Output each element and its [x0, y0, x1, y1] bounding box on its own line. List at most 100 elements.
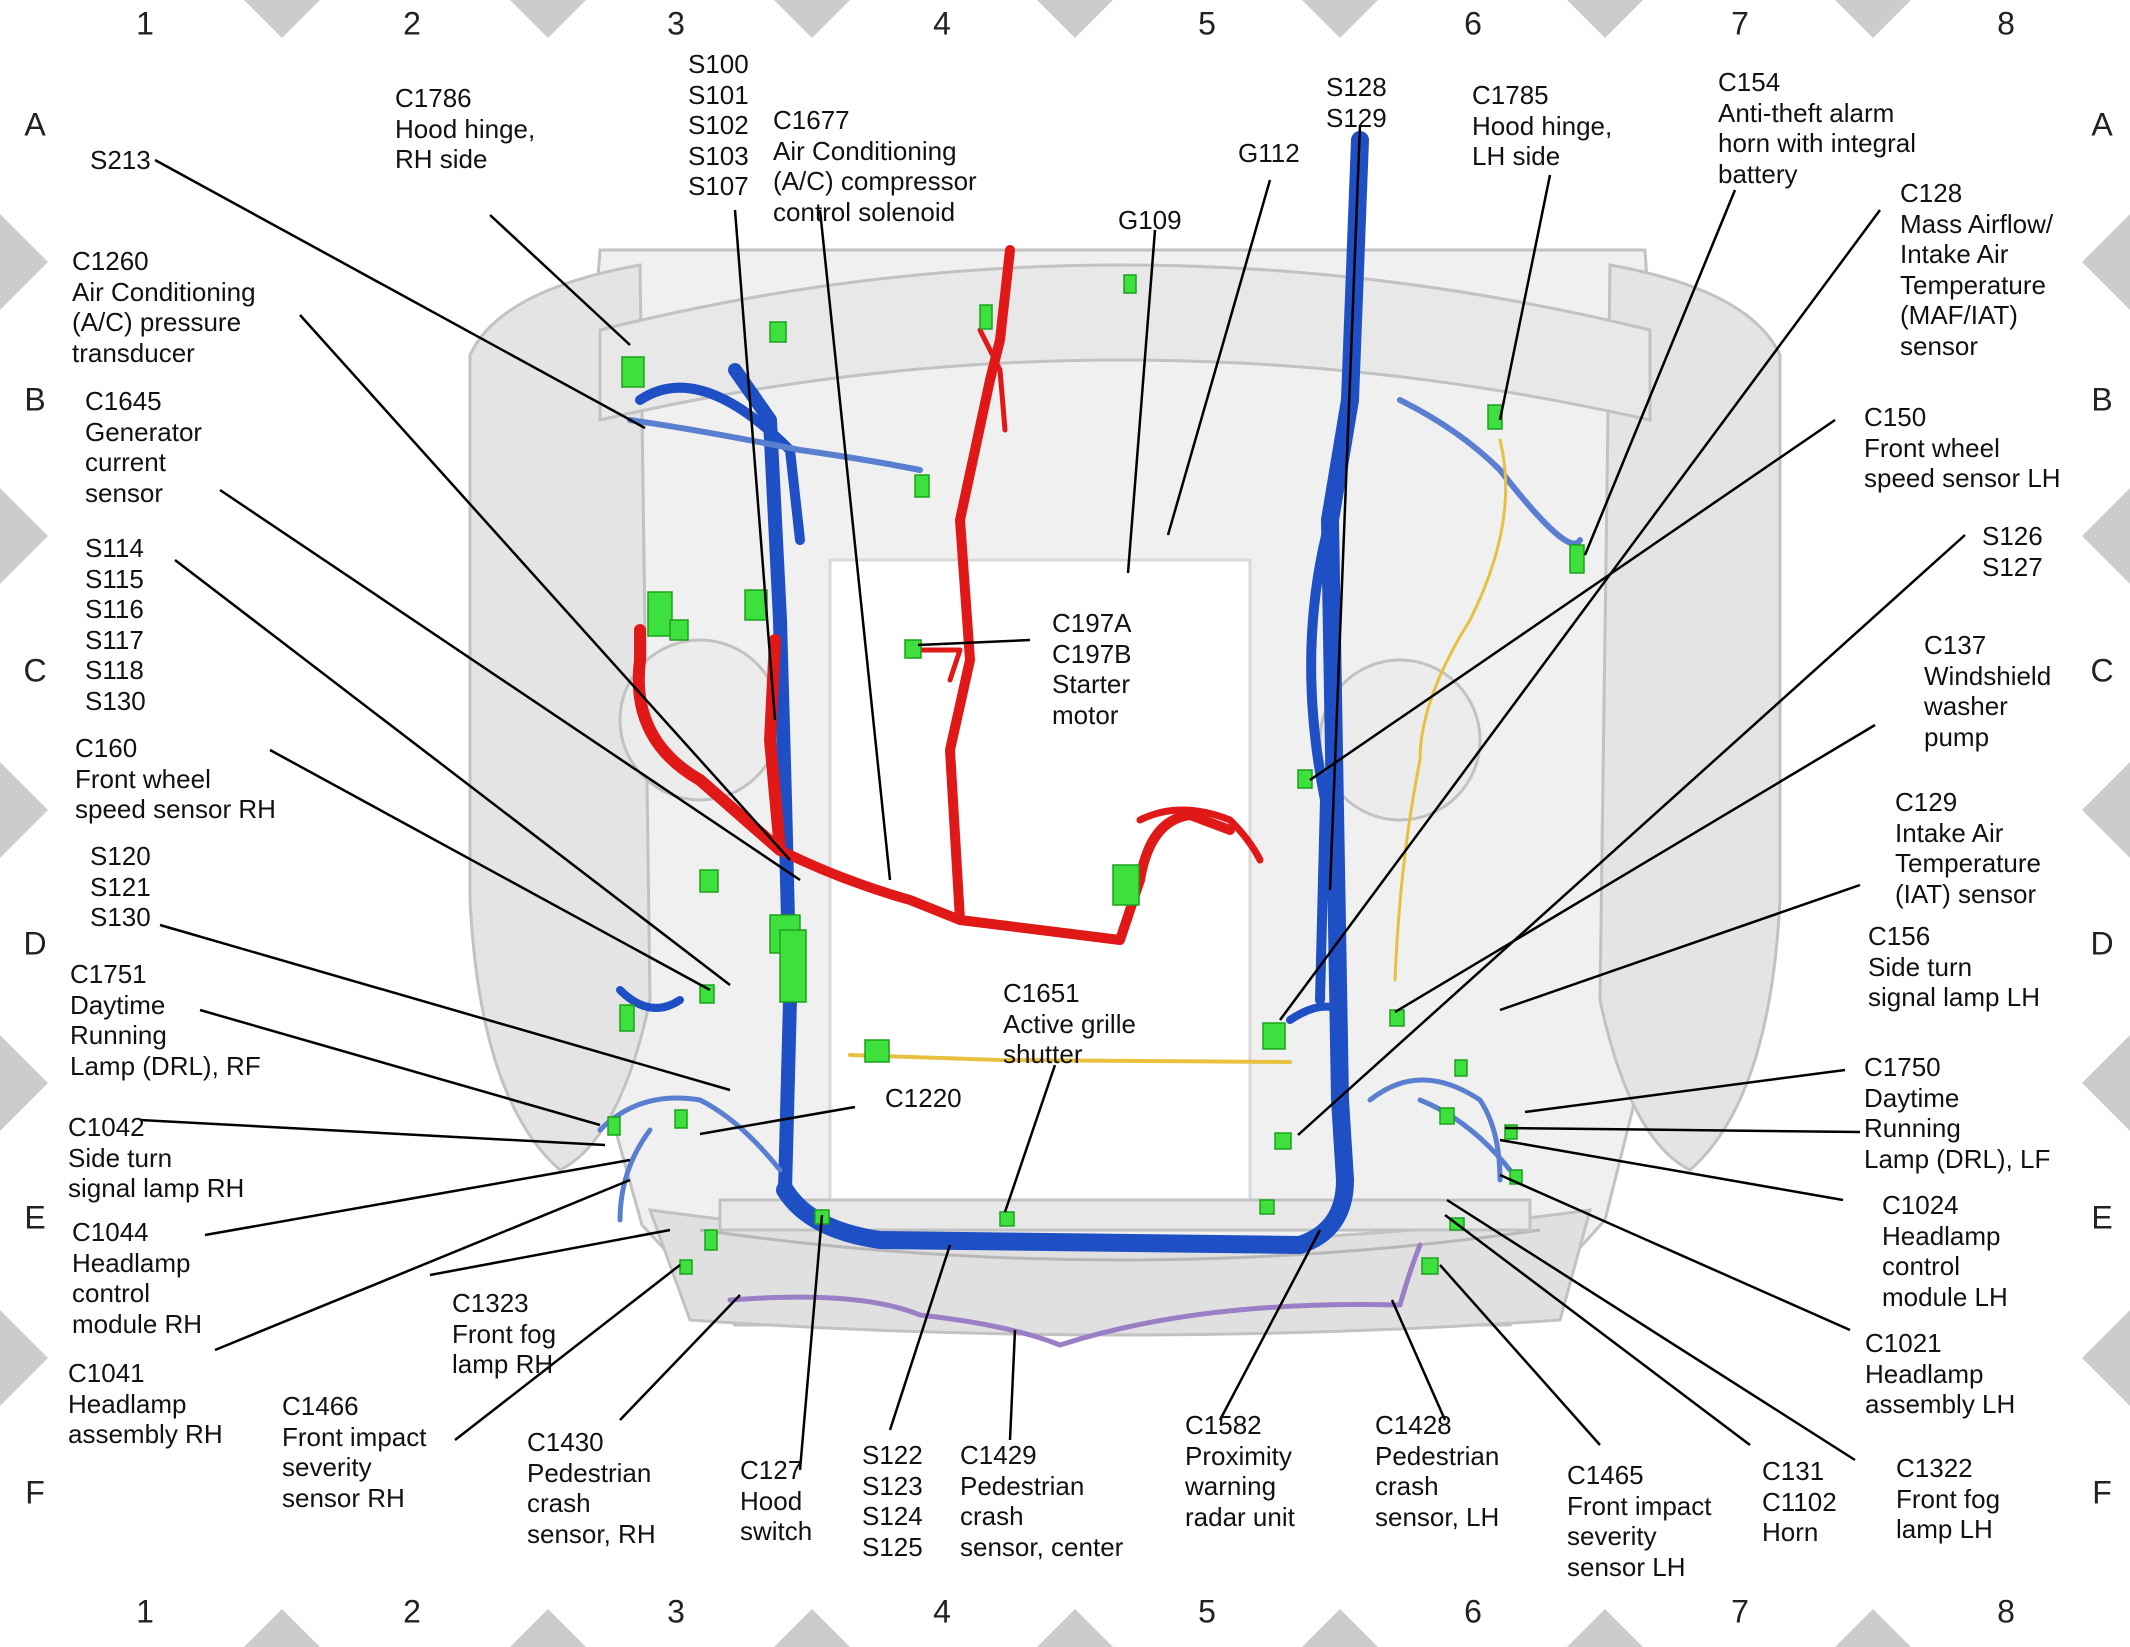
label-c1466: C1466 Front impact severity sensor RH: [282, 1391, 427, 1513]
grid-row-label: F: [2092, 1474, 2112, 1510]
grid-column-label: 1: [136, 5, 154, 41]
frame-diamond: [1567, 1609, 1643, 1647]
grid-column-label: 7: [1731, 5, 1749, 41]
frame-diamond: [1835, 1609, 1911, 1647]
grid-column-label: 2: [403, 5, 421, 41]
grid-column-label: 5: [1198, 1593, 1216, 1629]
frame-diamond: [1835, 0, 1911, 38]
grid-column-label: 2: [403, 1593, 421, 1629]
frame-diamond: [0, 214, 48, 310]
label-s213: S213: [90, 145, 151, 175]
label-c1751: C1751 Daytime Running Lamp (DRL), RF: [70, 959, 261, 1081]
frame-diamond: [244, 0, 320, 38]
grid-column-label: 7: [1731, 1593, 1749, 1629]
grid-column-label: 4: [933, 1593, 951, 1629]
label-c154: C154 Anti-theft alarm horn with integral…: [1718, 67, 1916, 189]
grid-column-label: 4: [933, 5, 951, 41]
harness-wires: [597, 131, 1583, 1348]
grid-column-label: 3: [667, 5, 685, 41]
label-c1428: C1428 Pedestrian crash sensor, LH: [1375, 1410, 1500, 1532]
frame-diamond: [0, 1035, 48, 1131]
main-harness-rh: [776, 131, 1369, 1254]
label-c1041: C1041 Headlamp assembly RH: [68, 1358, 223, 1449]
label-c1260: C1260 Air Conditioning (A/C) pressure tr…: [72, 246, 256, 368]
label-c1465: C1465 Front impact severity sensor LH: [1567, 1460, 1712, 1582]
label-c129: C129 Intake Air Temperature (IAT) sensor: [1895, 787, 2041, 909]
frame-diamond: [1302, 0, 1378, 38]
frame-diamond: [1567, 0, 1643, 38]
grille-shutter-wire: [848, 1053, 1292, 1064]
frame-diamond: [2082, 488, 2130, 584]
label-s126: S126 S127: [1982, 521, 2043, 582]
label-c1044: C1044 Headlamp control module RH: [72, 1217, 203, 1339]
label-c1677: C1677 Air Conditioning (A/C) compressor …: [773, 105, 977, 227]
grid-column-label: 6: [1464, 1593, 1482, 1629]
frame-diamond: [510, 1609, 586, 1647]
label-c1024: C1024 Headlamp control module LH: [1882, 1190, 2008, 1312]
main-harness-lh: [728, 363, 797, 1197]
label-c150: C150 Front wheel speed sensor LH: [1864, 402, 2061, 493]
label-c1021: C1021 Headlamp assembly LH: [1865, 1328, 2016, 1419]
pedestrian-sensor-wire: [727, 1242, 1423, 1348]
grid-row-label: C: [23, 652, 46, 688]
label-c197a: C197A C197B Starter motor: [1052, 608, 1132, 730]
grid-column-label: 3: [667, 1593, 685, 1629]
label-c1645: C1645 Generator current sensor: [85, 386, 203, 508]
frame-diamond: [0, 762, 48, 858]
connectors: [607, 274, 1585, 1275]
label-c1785: C1785 Hood hinge, LH side: [1472, 80, 1613, 171]
grid-row-label: D: [2090, 925, 2113, 961]
frame-diamond: [774, 0, 850, 38]
label-g112: G112: [1238, 138, 1300, 168]
label-c1042: C1042 Side turn signal lamp RH: [68, 1112, 245, 1203]
label-c1651: C1651 Active grille shutter: [1003, 978, 1136, 1069]
frame-diamond: [774, 1609, 850, 1647]
label-g109: G109: [1118, 205, 1182, 235]
frame-diamond: [0, 488, 48, 584]
frame-diamond: [2082, 1310, 2130, 1406]
label-c156: C156 Side turn signal lamp LH: [1868, 921, 2040, 1012]
grid-row-label: E: [24, 1199, 45, 1235]
label-c1786: C1786 Hood hinge, RH side: [395, 83, 536, 174]
frame-diamond: [2082, 762, 2130, 858]
label-s128: S128 S129: [1326, 72, 1387, 133]
label-c1750: C1750 Daytime Running Lamp (DRL), LF: [1864, 1052, 2051, 1174]
label-c128: C128 Mass Airflow/ Intake Air Temperatur…: [1900, 178, 2054, 361]
label-c131: C131 C1102 Horn: [1762, 1456, 1837, 1547]
grid-row-label: C: [2090, 652, 2113, 688]
frame-diamond: [0, 1310, 48, 1406]
frame-diamond: [2082, 214, 2130, 310]
starter-harness: [775, 245, 1235, 945]
label-c1430: C1430 Pedestrian crash sensor, RH: [527, 1427, 656, 1549]
frame-diamond: [510, 0, 586, 38]
grid-row-label: B: [2091, 381, 2112, 417]
grid-column-label: 5: [1198, 5, 1216, 41]
label-c1582: C1582 Proximity warning radar unit: [1185, 1410, 1295, 1532]
grid-column-label: 8: [1997, 5, 2015, 41]
label-c127: C127 Hood switch: [740, 1455, 813, 1546]
label-c1429: C1429 Pedestrian crash sensor, center: [960, 1440, 1124, 1562]
label-s120: S120 S121 S130: [90, 841, 151, 932]
grid-row-label: F: [25, 1474, 45, 1510]
frame-diamond: [1037, 1609, 1113, 1647]
label-c1220: C1220: [885, 1083, 962, 1113]
label-s122: S122 S123 S124 S125: [862, 1440, 923, 1562]
grid-column-label: 6: [1464, 5, 1482, 41]
frame-diamond: [1302, 1609, 1378, 1647]
label-c1322: C1322 Front fog lamp LH: [1896, 1453, 2001, 1544]
frame-diamond: [2082, 1035, 2130, 1131]
grid-row-label: D: [23, 925, 46, 961]
grid-row-label: A: [2091, 106, 2113, 142]
frame-diamond: [244, 1609, 320, 1647]
label-c1323: C1323 Front fog lamp RH: [452, 1288, 557, 1379]
grid-column-label: 8: [1997, 1593, 2015, 1629]
leader-lines: [139, 124, 1966, 1471]
label-c137: C137 Windshield washer pump: [1924, 630, 2052, 752]
label-c160: C160 Front wheel speed sensor RH: [75, 733, 276, 824]
grid-row-label: B: [24, 381, 45, 417]
grid-row-label: A: [24, 106, 46, 142]
label-s100: S100 S101 S102 S103 S107: [688, 49, 749, 201]
label-s114: S114 S115 S116 S117 S118 S130: [85, 533, 146, 716]
